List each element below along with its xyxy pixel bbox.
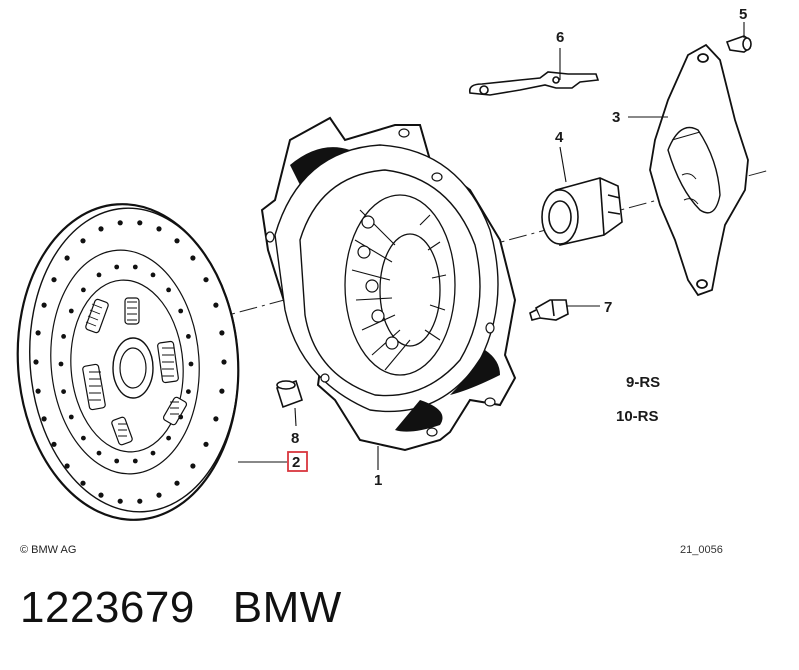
- callout-1: 1: [374, 472, 382, 489]
- disc-outer-rivet: [174, 238, 180, 244]
- disc-outer-rivet: [156, 226, 162, 232]
- guide-pin: [725, 35, 752, 53]
- bolt: [529, 299, 569, 321]
- callout-7: 7: [604, 299, 612, 316]
- disc-inner-rivet: [132, 264, 138, 270]
- dowel-sleeve: [276, 379, 303, 409]
- disc-outer-rivet: [174, 480, 180, 486]
- callout-8: 8: [291, 430, 299, 447]
- disc-outer-rivet: [80, 480, 86, 486]
- pressure-plate: [260, 116, 517, 452]
- disc-outer-rivet: [137, 220, 143, 226]
- leader-lines: [238, 22, 745, 470]
- disc-outer-rivet: [137, 498, 143, 504]
- centre-axis-line: [59, 169, 771, 361]
- disc-outer-rivet: [51, 441, 57, 447]
- disc-inner-rivet: [178, 308, 184, 314]
- disc-inner-rivet: [96, 450, 102, 456]
- disc-outer-rivet: [190, 463, 196, 469]
- release-bearing: [541, 177, 623, 246]
- disc-outer-rivet: [213, 416, 219, 422]
- disc-inner-rivet: [166, 287, 172, 293]
- disc-outer-rivet: [98, 226, 104, 232]
- disc-inner-rivet: [186, 389, 191, 394]
- part-number: 1223679: [20, 583, 195, 632]
- brand-name: BMW: [232, 583, 342, 632]
- disc-inner-rivet: [150, 450, 156, 456]
- disc-outer-rivet: [117, 220, 123, 226]
- disc-inner-rivet: [166, 435, 172, 441]
- disc-outer-rivet: [156, 492, 162, 498]
- copyright-notice: © BMW AG: [20, 544, 76, 556]
- code-9-rs: 9-RS: [626, 374, 660, 391]
- figure-number: 21_0056: [680, 544, 723, 556]
- disc-outer-rivet: [98, 492, 104, 498]
- disc-outer-rivet: [213, 302, 219, 308]
- disc-inner-rivet: [132, 458, 138, 464]
- disc-outer-rivet: [203, 441, 209, 447]
- part-footer: 1223679 BMW: [20, 583, 380, 633]
- disc-inner-rivet: [186, 334, 191, 339]
- disc-outer-rivet: [64, 255, 70, 261]
- release-lever: [649, 43, 749, 297]
- disc-outer-rivet: [80, 238, 86, 244]
- callout-4: 4: [555, 129, 564, 146]
- disc-outer-rivet: [219, 330, 225, 336]
- callout-2: 2: [292, 454, 300, 471]
- disc-inner-rivet: [81, 435, 86, 441]
- disc-outer-rivet: [35, 330, 41, 336]
- disc-inner-rivet: [188, 361, 194, 367]
- disc-inner-rivet: [114, 264, 120, 270]
- disc-inner-rivet: [81, 287, 86, 293]
- disc-inner-rivet: [96, 272, 102, 278]
- disc-inner-rivet: [150, 272, 156, 278]
- callout-2-highlight-box: [287, 451, 308, 472]
- disc-inner-rivet: [58, 361, 64, 367]
- disc-outer-rivet: [51, 277, 57, 283]
- disc-inner-rivet: [178, 414, 184, 420]
- callout-6: 6: [556, 29, 564, 46]
- disc-inner-rivet: [61, 334, 66, 339]
- disc-inner-rivet: [114, 458, 120, 464]
- disc-outer-rivet: [221, 359, 227, 365]
- disc-outer-rivet: [41, 302, 47, 308]
- disc-outer-rivet: [41, 416, 47, 422]
- clutch-disc: [16, 203, 240, 521]
- disc-outer-rivet: [64, 463, 70, 469]
- callout-3: 3: [612, 109, 620, 126]
- spring-clip: [468, 71, 600, 96]
- code-10-rs: 10-RS: [616, 408, 659, 425]
- disc-rivet-holes: [33, 220, 227, 504]
- disc-outer-rivet: [190, 255, 196, 261]
- disc-outer-rivet: [33, 359, 39, 365]
- disc-inner-rivet: [68, 308, 74, 314]
- disc-outer-rivet: [117, 498, 123, 504]
- disc-inner-rivet: [61, 389, 66, 394]
- disc-inner-rivet: [68, 414, 74, 420]
- callout-5: 5: [739, 6, 747, 23]
- disc-outer-rivet: [203, 277, 209, 283]
- disc-outer-rivet: [219, 388, 225, 394]
- disc-outer-rivet: [35, 388, 41, 394]
